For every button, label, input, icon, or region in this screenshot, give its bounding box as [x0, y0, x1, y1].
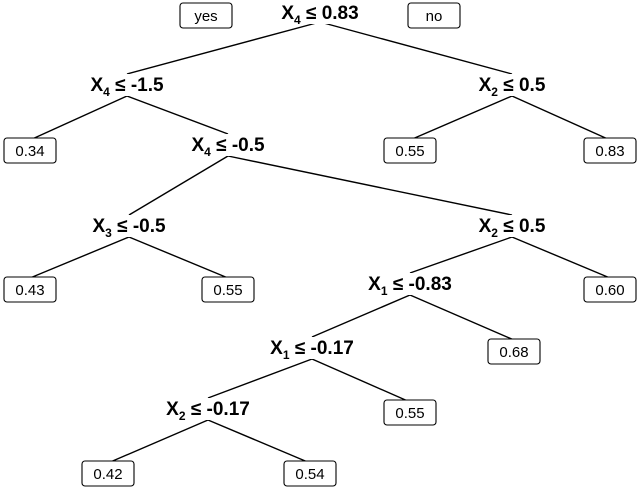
- leaf-node: 0.83: [583, 137, 637, 164]
- split-label-x4-m05: X4 ≤ -0.5: [191, 135, 265, 159]
- edge-nx1m083-nx1m017: [311, 294, 411, 338]
- no-label: no: [426, 8, 443, 25]
- leaf-value: 0.42: [93, 466, 122, 483]
- leaf-node: 0.43: [3, 276, 57, 303]
- edge-nx2m017-leaf9: [107, 419, 209, 464]
- edge-nx2m017-leaf10: [207, 419, 311, 464]
- split-node-n-right: X2 ≤ 0.5: [472, 74, 552, 99]
- leaf-node: 0.55: [383, 399, 437, 426]
- yes-label: yes: [194, 8, 217, 25]
- edge-nx4m05-nx3m05: [128, 155, 229, 216]
- leaf-value: 0.43: [15, 282, 44, 299]
- yes-label-box: yes: [179, 2, 233, 29]
- leaf-value: 0.55: [395, 405, 424, 422]
- split-label-n-left: X4 ≤ -1.5: [90, 75, 164, 99]
- leaf-node: 0.60: [583, 276, 637, 303]
- edge-nx1m017-nx2m017: [207, 358, 313, 399]
- edge-nx1m083-leaf7: [409, 294, 515, 341]
- leaf-node: 0.42: [81, 460, 135, 487]
- edge-nx2-05b-nx1m083: [409, 236, 513, 274]
- leaf-node: 0.55: [383, 137, 437, 164]
- leaf-node: 0.55: [201, 276, 255, 303]
- split-node-x3-m05: X3 ≤ -0.5: [86, 215, 172, 240]
- split-node-root: X4 ≤ 0.83: [272, 2, 368, 27]
- split-node-n-left: X4 ≤ -1.5: [84, 74, 170, 99]
- split-node-x1-m083: X1 ≤ -0.83: [362, 273, 458, 298]
- split-node-x2-m017: X2 ≤ -0.17: [160, 398, 256, 423]
- split-node-x1-m017: X1 ≤ -0.17: [264, 337, 360, 362]
- split-label-x2-05b: X2 ≤ 0.5: [479, 216, 546, 240]
- leaf-node: 0.54: [283, 460, 337, 487]
- leaf-value: 0.68: [499, 344, 528, 361]
- split-label-x2-m017: X2 ≤ -0.17: [166, 399, 250, 423]
- edge-nleft-leaf1: [29, 95, 128, 141]
- edge-nright-leaf2: [409, 95, 513, 141]
- leaf-value: 0.34: [15, 143, 44, 160]
- tree-edges: [29, 21, 611, 464]
- no-label-box: no: [407, 2, 461, 29]
- leaf-node: 0.68: [487, 338, 541, 365]
- split-node-x4-m05: X4 ≤ -0.5: [185, 134, 271, 159]
- edge-root-left: [126, 21, 321, 75]
- leaf-value: 0.54: [295, 466, 324, 483]
- edge-nx3m05-leaf5: [128, 236, 229, 279]
- leaf-node: 0.34: [3, 137, 57, 164]
- leaf-value: 0.60: [595, 282, 624, 299]
- split-label-n-right: X2 ≤ 0.5: [479, 75, 546, 99]
- edge-nleft-nx4m05: [126, 95, 229, 135]
- split-node-x2-05b: X2 ≤ 0.5: [472, 215, 552, 240]
- edge-nx1m017-leaf8: [311, 358, 411, 403]
- edge-nx4m05-nx2-05b: [227, 155, 513, 216]
- edge-nright-leaf3: [511, 95, 611, 141]
- split-label-x1-m017: X1 ≤ -0.17: [270, 338, 354, 362]
- leaf-value: 0.83: [595, 143, 624, 160]
- split-label-x1-m083: X1 ≤ -0.83: [368, 274, 452, 298]
- split-label-root: X4 ≤ 0.83: [281, 3, 358, 27]
- leaf-value: 0.55: [213, 282, 242, 299]
- edge-root-right: [319, 21, 513, 75]
- edge-nx2-05b-leaf6: [511, 236, 611, 279]
- split-label-x3-m05: X3 ≤ -0.5: [92, 216, 166, 240]
- edge-nx3m05-leaf4: [29, 236, 130, 279]
- leaf-value: 0.55: [395, 143, 424, 160]
